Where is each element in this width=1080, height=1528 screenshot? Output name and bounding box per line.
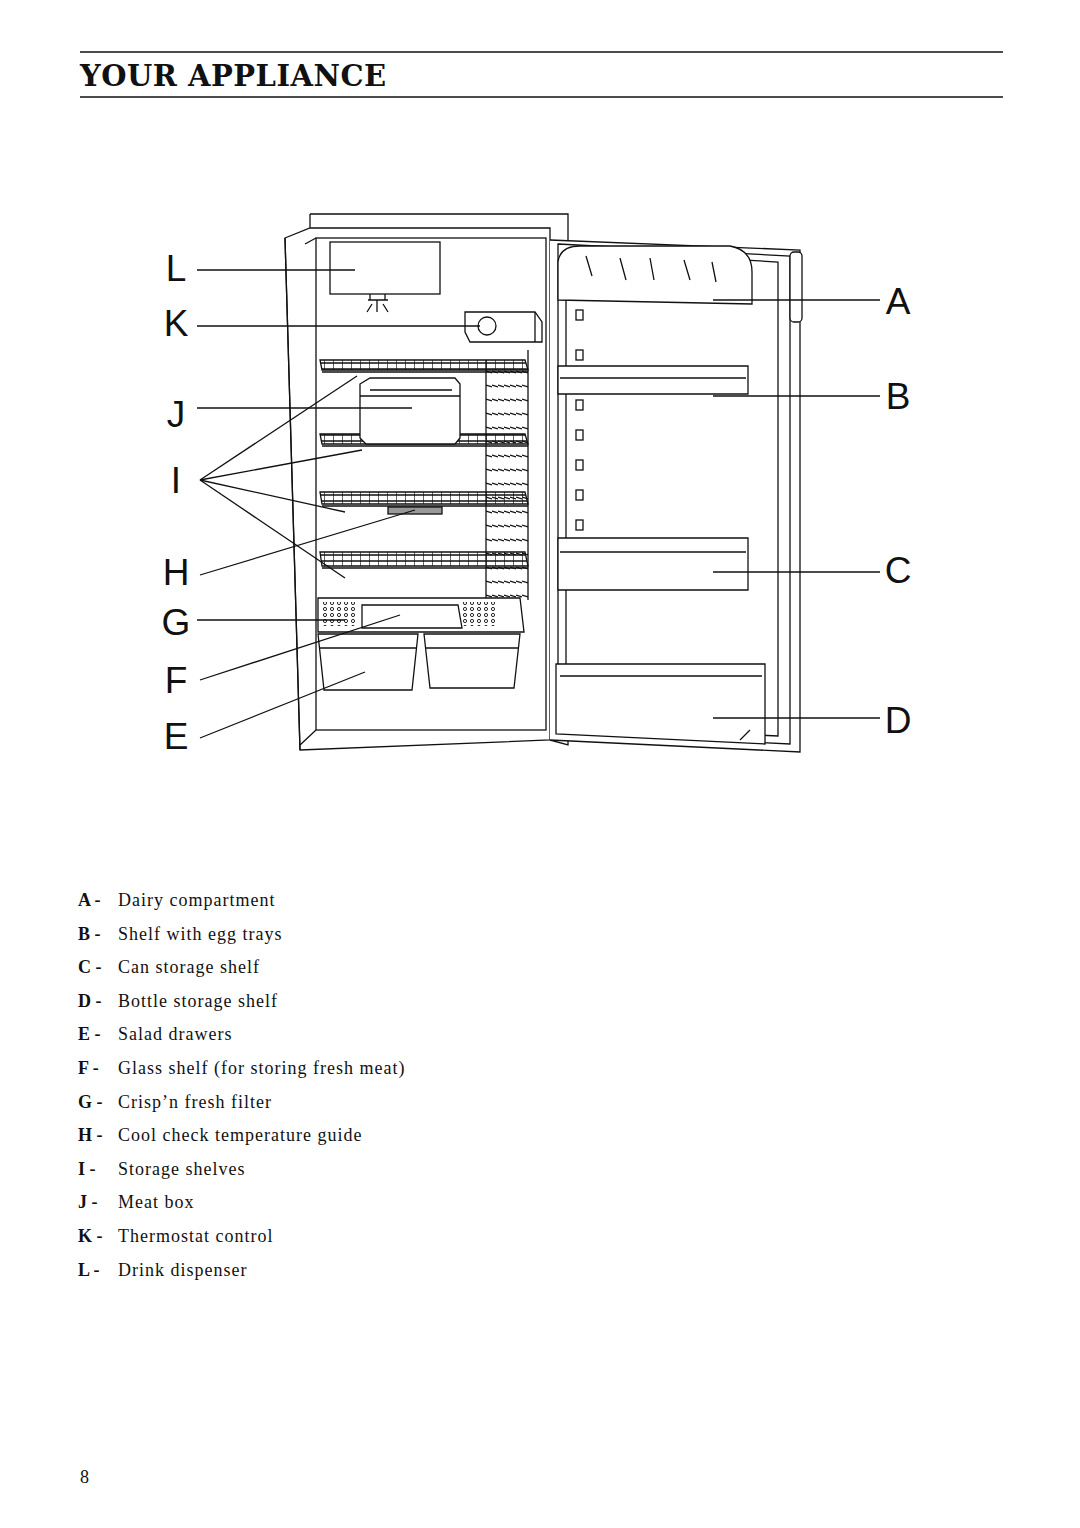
callout-letter: I (171, 462, 181, 499)
callout-letter: H (163, 554, 190, 591)
key-letter: G - (78, 1093, 103, 1111)
key-letter: B - (78, 925, 101, 943)
callout-letter: B (886, 378, 911, 415)
part-description: Salad drawers (118, 1025, 232, 1043)
callout-letter: K (164, 305, 189, 342)
part-description: Glass shelf (for storing fresh meat) (118, 1059, 405, 1077)
key-letter: H - (78, 1126, 103, 1144)
part-description: Crisp’n fresh filter (118, 1093, 272, 1111)
part-description: Storage shelves (118, 1160, 245, 1178)
callout-letter: A (886, 283, 911, 320)
part-description: Can storage shelf (118, 958, 260, 976)
part-description: Bottle storage shelf (118, 992, 278, 1010)
key-letter: K - (78, 1227, 103, 1245)
part-description: Cool check temperature guide (118, 1126, 362, 1144)
part-description: Thermostat control (118, 1227, 273, 1245)
key-letter: D - (78, 992, 102, 1010)
callout-letter: L (166, 250, 187, 287)
page-number: 8 (80, 1468, 89, 1486)
key-letter: J - (78, 1193, 98, 1211)
key-letter: E - (78, 1025, 101, 1043)
key-letter: L - (78, 1261, 100, 1279)
part-description: Dairy compartment (118, 891, 275, 909)
part-description: Shelf with egg trays (118, 925, 282, 943)
callout-letter: E (164, 718, 189, 755)
callout-letter: G (162, 604, 191, 641)
callout-letter: D (885, 702, 912, 739)
key-letter: I - (78, 1160, 96, 1178)
part-description: Meat box (118, 1193, 194, 1211)
callout-letter: C (885, 552, 912, 589)
part-description: Drink dispenser (118, 1261, 247, 1279)
key-letter: A - (78, 891, 101, 909)
callout-letter: F (165, 662, 188, 699)
key-letter: F - (78, 1059, 99, 1077)
page-title: YOUR APPLIANCE (80, 62, 387, 91)
key-letter: C - (78, 958, 102, 976)
callout-letter: J (167, 396, 186, 433)
